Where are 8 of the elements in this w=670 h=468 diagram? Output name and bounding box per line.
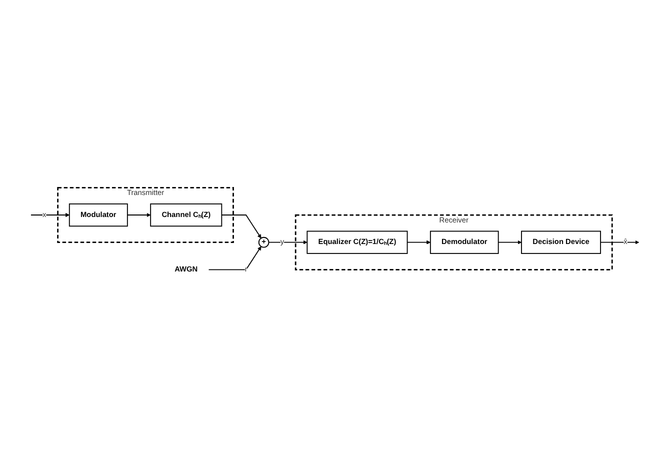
arrow — [221, 214, 262, 238]
arrow — [498, 240, 522, 244]
arrow — [406, 240, 431, 244]
arrow — [30, 212, 70, 217]
arrow — [600, 240, 640, 244]
arrow — [268, 240, 308, 244]
arrow — [208, 246, 262, 270]
arrow — [127, 212, 151, 217]
